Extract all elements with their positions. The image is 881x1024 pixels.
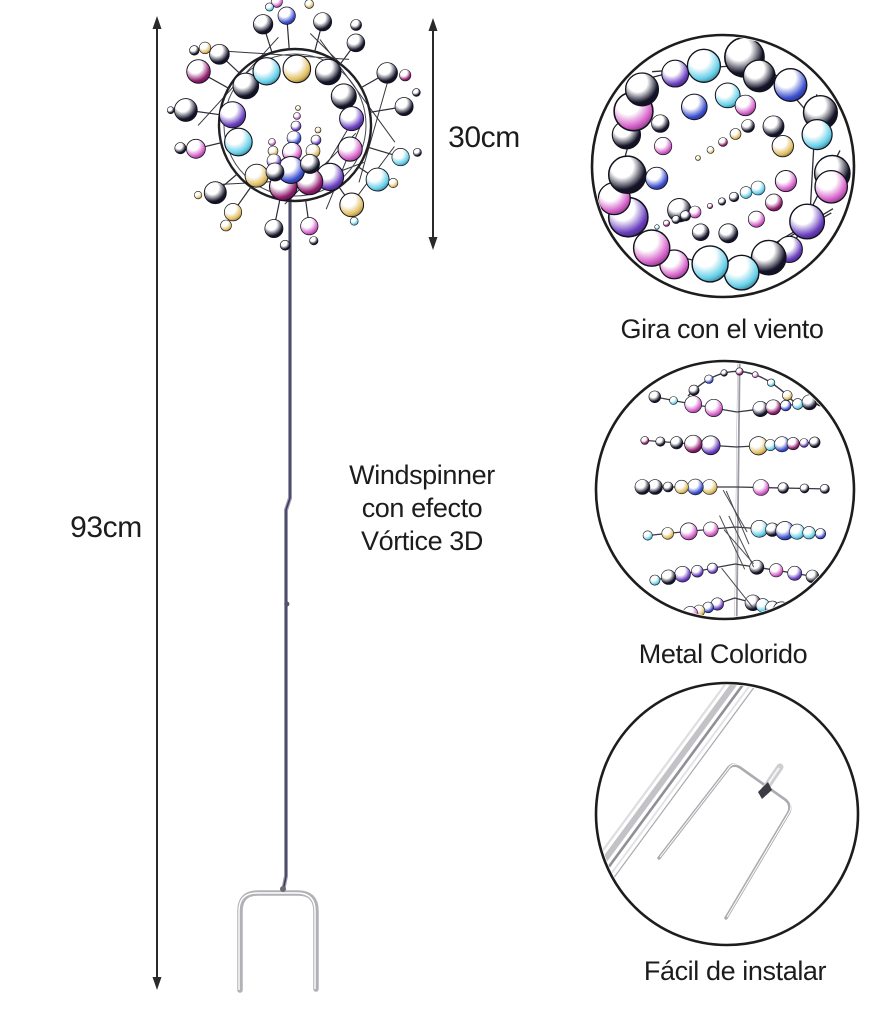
pole-height-arrow	[152, 16, 162, 990]
spinner-head	[166, 0, 422, 251]
product-title: Windspinner con efecto Vórtice 3D	[322, 459, 522, 558]
head-diameter-arrow	[428, 18, 438, 250]
product-title-line-1: Windspinner	[349, 460, 495, 490]
feature-circle-metal	[594, 359, 856, 621]
ground-fork	[237, 886, 319, 993]
feature-art-metal	[634, 363, 830, 617]
measurement-arrows	[152, 16, 438, 990]
feature-circle-install	[594, 681, 860, 947]
pole-height-label: 93cm	[70, 511, 142, 544]
feature-caption-metal: Metal Colorido	[638, 639, 808, 669]
head-diameter-label: 30cm	[448, 121, 520, 154]
feature-caption-install: Fácil de instalar	[643, 956, 827, 986]
feature-caption-wind: Gira con el viento	[620, 314, 824, 344]
feature-art-install	[598, 685, 792, 943]
product-title-line-2: con efecto	[361, 493, 483, 523]
feature-art-wind	[597, 37, 851, 291]
spinner-pole	[281, 198, 292, 892]
product-title-line-3: Vórtice 3D	[360, 526, 484, 556]
